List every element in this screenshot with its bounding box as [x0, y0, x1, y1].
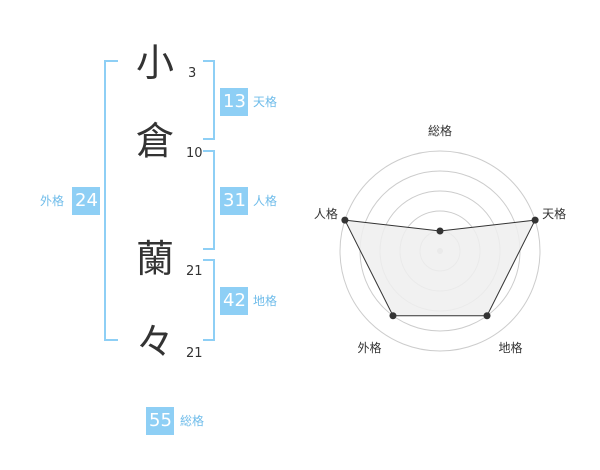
radar-axis-label-4: 外格 [357, 340, 381, 355]
soukaku-label: 総格 [180, 414, 205, 428]
stroke-count-4: 21 [186, 346, 203, 361]
radar-point-5 [341, 216, 349, 224]
radar-axis-label-3: 地格 [499, 340, 523, 355]
name-char-2: 倉 [135, 119, 174, 163]
radar-axis-label-5: 人格 [314, 206, 338, 221]
stroke-count-1: 3 [188, 66, 197, 81]
name-char-1: 小 [135, 41, 174, 85]
tenkaku-bracket [203, 60, 215, 140]
jinkaku-value: 31 [220, 187, 248, 215]
gaikaku-label: 外格 [40, 194, 65, 208]
name-char-3: 蘭 [135, 237, 174, 281]
radar-point-3 [483, 312, 491, 320]
tenkaku-label: 天格 [253, 95, 278, 109]
radar-point-2 [531, 216, 539, 224]
soukaku-value: 55 [146, 407, 174, 435]
tenkaku-value: 13 [220, 88, 248, 116]
chikaku-label: 地格 [253, 294, 278, 308]
chikaku-value: 42 [220, 287, 248, 315]
name-char-4: 々 [135, 320, 174, 364]
gaikaku-value: 24 [72, 187, 100, 215]
stroke-count-2: 10 [186, 146, 203, 161]
radar-point-4 [389, 312, 397, 320]
radar-point-1 [436, 227, 444, 235]
jinkaku-bracket [203, 150, 215, 250]
gaikaku-bracket [104, 60, 118, 341]
stroke-count-3: 21 [186, 264, 203, 279]
chikaku-bracket [203, 259, 215, 341]
jinkaku-label: 人格 [253, 194, 278, 208]
radar-axis-label-2: 天格 [542, 206, 566, 221]
radar-grid-ring [339, 150, 541, 352]
radar-series-area [344, 219, 536, 317]
radar-axis-label-1: 総格 [428, 123, 452, 138]
